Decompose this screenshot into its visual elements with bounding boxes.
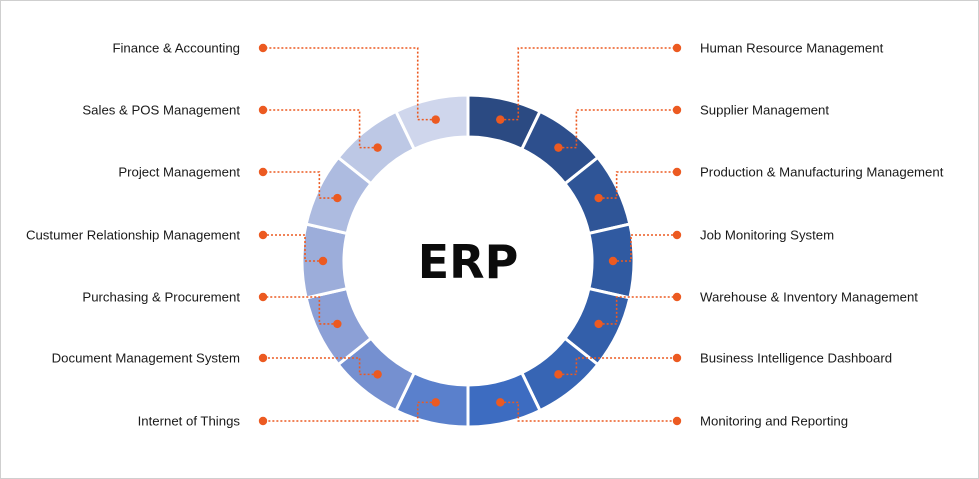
module-label-production-and-manufacturing-management: Production & Manufacturing Management: [700, 165, 944, 180]
module-label-warehouse-and-inventory-management: Warehouse & Inventory Management: [700, 290, 918, 305]
module-label-finance-and-accounting: Finance & Accounting: [112, 41, 240, 56]
connector-sales-and-pos-management: [263, 109, 378, 149]
center-title: ERP: [418, 235, 519, 289]
label-dot-supplier-management: [672, 105, 682, 115]
connector-human-resource-management: [500, 47, 677, 121]
module-label-document-management-system: Document Management System: [52, 351, 240, 366]
label-dot-business-intelligence-dashboard: [672, 353, 682, 363]
segment-dot-custumer-relationship-management: [318, 256, 328, 266]
label-dot-warehouse-and-inventory-management: [672, 292, 682, 302]
module-label-project-management: Project Management: [118, 165, 240, 180]
connector-document-management-system: [263, 357, 378, 376]
label-dot-internet-of-things: [258, 416, 268, 426]
connector-purchasing-and-procurement: [263, 296, 338, 325]
label-dot-sales-and-pos-management: [258, 105, 268, 115]
label-dot-job-monitoring-system: [672, 230, 682, 240]
segment-dot-monitoring-and-reporting: [496, 398, 505, 407]
module-label-business-intelligence-dashboard: Business Intelligence Dashboard: [700, 351, 892, 366]
connector-warehouse-and-inventory-management: [598, 296, 677, 325]
label-dot-monitoring-and-reporting: [672, 416, 682, 426]
label-dot-production-and-manufacturing-management: [672, 167, 682, 177]
connector-lines: [258, 43, 682, 426]
label-dot-purchasing-and-procurement: [258, 292, 268, 302]
segment-dot-purchasing-and-procurement: [333, 319, 342, 329]
segment-dot-finance-and-accounting: [431, 115, 440, 124]
label-dot-finance-and-accounting: [258, 43, 268, 53]
label-dot-custumer-relationship-management: [258, 230, 268, 240]
label-dot-project-management: [258, 167, 268, 177]
connector-finance-and-accounting: [263, 47, 436, 121]
segment-dot-internet-of-things: [431, 398, 440, 407]
connector-job-monitoring-system: [613, 234, 677, 262]
segment-dot-human-resource-management: [496, 115, 505, 124]
module-label-monitoring-and-reporting: Monitoring and Reporting: [700, 414, 848, 429]
module-label-custumer-relationship-management: Custumer Relationship Management: [26, 228, 240, 243]
connector-production-and-manufacturing-management: [598, 171, 677, 199]
module-label-job-monitoring-system: Job Monitoring System: [700, 228, 834, 243]
label-dot-human-resource-management: [672, 43, 682, 53]
segment-dot-sales-and-pos-management: [373, 143, 382, 152]
module-label-sales-and-pos-management: Sales & POS Management: [82, 103, 240, 118]
segment-dot-document-management-system: [373, 370, 382, 379]
segment-dot-supplier-management: [554, 143, 563, 152]
segment-dot-business-intelligence-dashboard: [554, 370, 563, 379]
connector-custumer-relationship-management: [263, 234, 323, 262]
segment-dot-production-and-manufacturing-management: [594, 193, 603, 203]
module-label-human-resource-management: Human Resource Management: [700, 41, 884, 56]
connector-business-intelligence-dashboard: [558, 357, 677, 376]
connector-supplier-management: [558, 109, 677, 149]
label-dot-document-management-system: [258, 353, 268, 363]
connector-monitoring-and-reporting: [500, 401, 677, 422]
segment-dot-project-management: [333, 193, 342, 203]
module-label-supplier-management: Supplier Management: [700, 103, 829, 118]
segment-finance-and-accounting: [393, 93, 470, 152]
segment-dot-job-monitoring-system: [608, 256, 618, 266]
module-label-purchasing-and-procurement: Purchasing & Procurement: [82, 290, 240, 305]
segment-dot-warehouse-and-inventory-management: [594, 319, 603, 329]
module-label-internet-of-things: Internet of Things: [138, 414, 241, 429]
connector-project-management: [263, 171, 338, 199]
connector-internet-of-things: [263, 401, 436, 422]
